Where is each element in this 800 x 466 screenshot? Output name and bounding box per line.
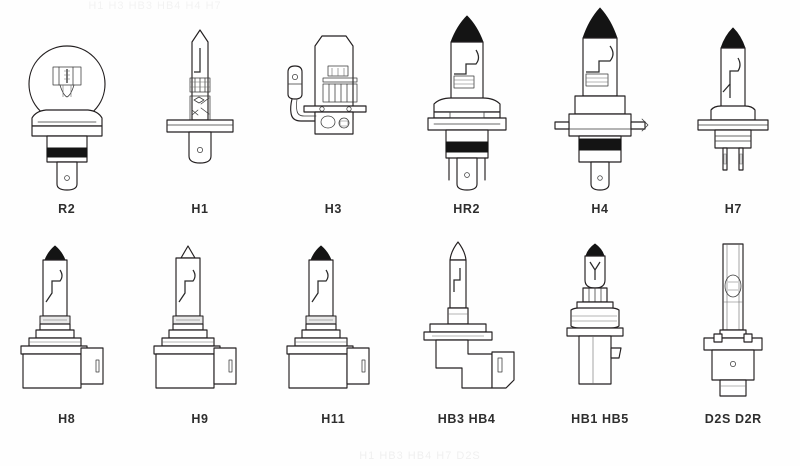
bulb-label-h11: H11	[321, 412, 346, 426]
bulb-cell-h1[interactable]: H1	[134, 22, 266, 220]
bulb-row-top: R2	[0, 7, 800, 220]
bulb-h1-icon	[134, 22, 266, 192]
bulb-hb3-hb4-icon	[401, 240, 533, 402]
bulb-cell-hb3-hb4[interactable]: HB3 HB4	[401, 241, 533, 430]
bulb-cell-h7[interactable]: H7	[667, 22, 799, 220]
bulb-label-h1: H1	[191, 202, 209, 216]
bulb-label-h4: H4	[591, 202, 609, 216]
bulb-hr2-icon	[401, 14, 533, 192]
bulb-label-hr2: HR2	[453, 202, 481, 216]
bulb-label-hb3-hb4: HB3 HB4	[437, 412, 496, 426]
bulb-cell-hr2[interactable]: HR2	[401, 15, 533, 220]
bulb-h11-icon	[267, 244, 399, 402]
bulb-label-h9: H9	[191, 412, 209, 426]
bulb-cell-r2[interactable]: R2	[1, 22, 133, 220]
bulb-h4-icon	[534, 6, 666, 192]
bulb-label-d2s-d2r: D2S D2R	[704, 412, 762, 426]
bulb-cell-h9[interactable]: H9	[134, 245, 266, 430]
bulb-d2s-d2r-icon	[667, 242, 799, 402]
bulb-cell-h4[interactable]: H4	[534, 7, 666, 220]
bulb-label-r2: R2	[58, 202, 76, 216]
bulb-cell-h11[interactable]: H11	[267, 245, 399, 430]
bulb-cell-h8[interactable]: H8	[1, 245, 133, 430]
bulb-cell-d2s-d2r[interactable]: D2S D2R	[667, 243, 799, 430]
bulb-hb1-hb5-icon	[534, 242, 666, 402]
bulb-row-bottom: H8	[0, 241, 800, 430]
bulb-r2-icon	[1, 22, 133, 192]
bulb-label-h7: H7	[724, 202, 742, 216]
bulb-label-h3: H3	[324, 202, 342, 216]
bulb-cell-hb1-hb5[interactable]: HB1 HB5	[534, 243, 666, 430]
bulb-label-h8: H8	[58, 412, 76, 426]
bulb-h7-icon	[667, 20, 799, 192]
bulb-label-hb1-hb5: HB1 HB5	[571, 412, 629, 426]
bulb-h9-icon	[134, 244, 266, 402]
bottom-cropped-text-strip: H1 HB3 HB4 H7 D2S	[359, 450, 481, 462]
bulb-h8-icon	[1, 244, 133, 402]
bulb-h3-icon	[267, 22, 399, 192]
bulb-cell-h3[interactable]: H3	[267, 22, 399, 220]
top-cropped-text-strip: H1 H3 HB3 HB4 H4 H7	[88, 0, 222, 12]
